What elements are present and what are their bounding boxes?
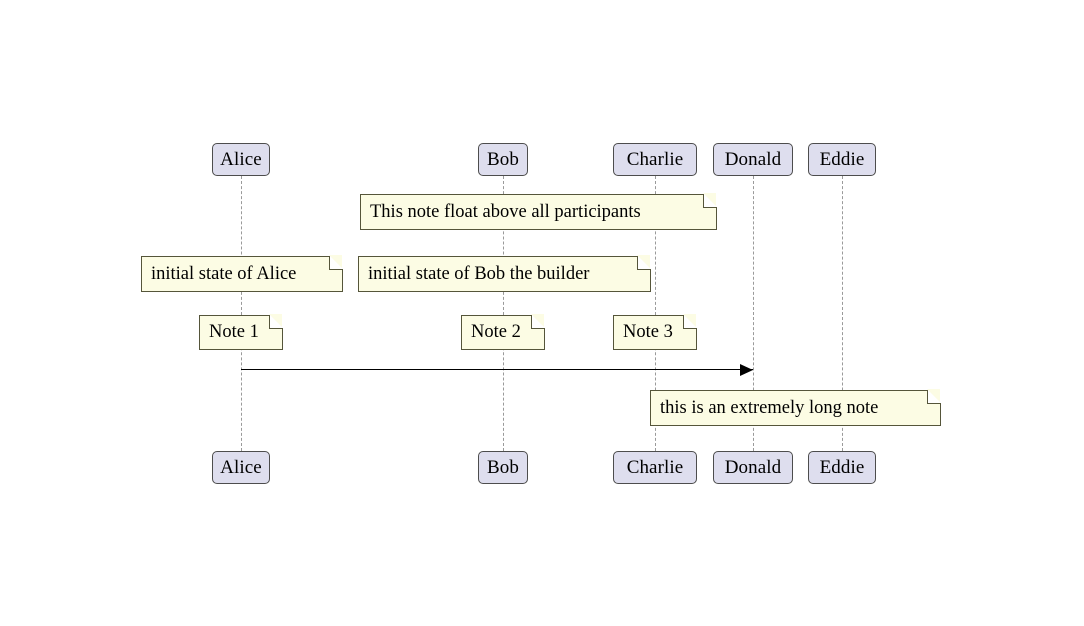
participant-bottom-alice[interactable]: Alice: [212, 451, 270, 484]
participant-label: Charlie: [626, 149, 684, 170]
lifeline-bob: [503, 176, 504, 451]
note-folded-corner-icon: [531, 314, 545, 329]
participant-bottom-eddie[interactable]: Eddie: [808, 451, 876, 484]
note-folded-corner-icon: [637, 255, 651, 270]
participant-bottom-charlie[interactable]: Charlie: [613, 451, 697, 484]
note-text: Note 2: [471, 322, 521, 343]
lifeline-eddie: [842, 176, 843, 451]
note-text: initial state of Alice: [151, 263, 297, 284]
lifeline-charlie: [655, 176, 656, 451]
lifeline-donald: [753, 176, 754, 451]
participant-label: Eddie: [819, 149, 865, 170]
lifeline-alice: [241, 176, 242, 451]
note-folded-corner-icon: [683, 314, 697, 329]
participant-top-donald[interactable]: Donald: [713, 143, 793, 176]
message-alice-donald-line[interactable]: [241, 369, 753, 370]
note-float-above[interactable]: This note float above all participants: [360, 193, 717, 230]
note-folded-corner-icon: [927, 389, 941, 404]
note-extremely-long[interactable]: this is an extremely long note: [650, 389, 941, 426]
note-3[interactable]: Note 3: [613, 314, 697, 350]
participant-top-eddie[interactable]: Eddie: [808, 143, 876, 176]
note-text: This note float above all participants: [370, 201, 641, 222]
note-folded-corner-icon: [329, 255, 343, 270]
participant-label: Bob: [487, 457, 519, 478]
participant-label: Eddie: [819, 457, 865, 478]
note-2[interactable]: Note 2: [461, 314, 545, 350]
participant-label: Alice: [220, 457, 262, 478]
note-text: this is an extremely long note: [660, 397, 879, 418]
note-folded-corner-icon: [269, 314, 283, 329]
note-initial-bob[interactable]: initial state of Bob the builder: [358, 255, 651, 292]
note-folded-corner-icon: [703, 193, 717, 208]
note-text: Note 3: [623, 322, 673, 343]
participant-bottom-bob[interactable]: Bob: [478, 451, 528, 484]
participant-bottom-donald[interactable]: Donald: [713, 451, 793, 484]
participant-top-charlie[interactable]: Charlie: [613, 143, 697, 176]
participant-top-bob[interactable]: Bob: [478, 143, 528, 176]
note-initial-alice[interactable]: initial state of Alice: [141, 255, 343, 292]
participant-label: Donald: [724, 149, 782, 170]
participant-top-alice[interactable]: Alice: [212, 143, 270, 176]
note-text: Note 1: [209, 322, 259, 343]
participant-label: Donald: [724, 457, 782, 478]
note-text: initial state of Bob the builder: [368, 263, 590, 284]
note-1[interactable]: Note 1: [199, 314, 283, 350]
participant-label: Charlie: [626, 457, 684, 478]
participant-label: Alice: [220, 149, 262, 170]
message-alice-donald-arrowhead-icon: [740, 364, 753, 376]
participant-label: Bob: [487, 149, 519, 170]
